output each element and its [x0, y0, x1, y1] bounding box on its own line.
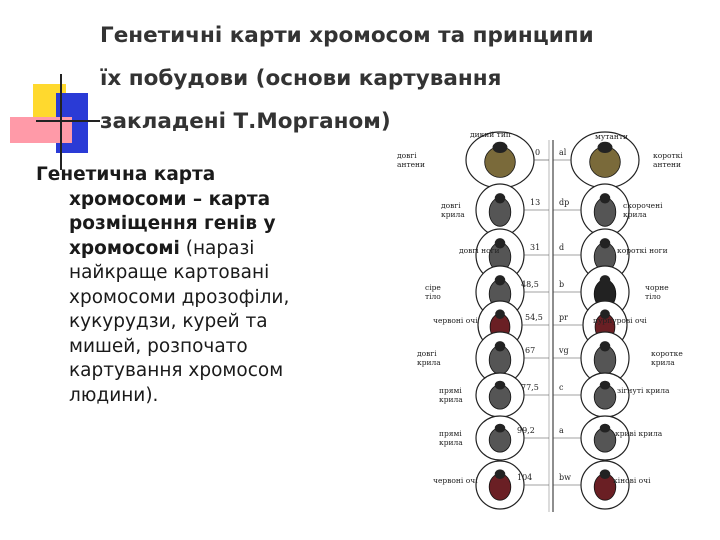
definition-plain-text: людини).	[69, 384, 159, 406]
fly-head-icon	[599, 341, 611, 352]
title-line-1: Генетичні карти хромосом та принципи	[100, 23, 594, 48]
title-line-3: закладені Т.Морганом)	[100, 109, 391, 134]
fly-head-icon	[599, 193, 611, 204]
map-position-label: 99,2	[517, 426, 535, 435]
title-line-2: їх побудови (основи картування	[100, 66, 502, 91]
fly-head-icon	[494, 423, 506, 433]
slide-title: Генетичні карти хромосом та принципи їх …	[100, 14, 710, 143]
definition-line: кукурудзи, курей та	[36, 310, 336, 335]
fly-head-icon	[599, 423, 611, 433]
definition-line: мишей, розпочато	[36, 335, 336, 360]
fly-head-icon	[599, 380, 611, 390]
map-position-label: 48,5	[521, 280, 539, 289]
mutant-trait-label: криві крила	[615, 429, 663, 438]
fly-head-icon	[600, 309, 610, 319]
fly-head-icon	[494, 238, 506, 249]
definition-plain-text: мишей, розпочато	[69, 335, 248, 357]
definition-text: Генетична карта хромосоми – карта розміщен…	[36, 163, 336, 408]
definition-plain-text: хромосоми дрозофіли,	[69, 286, 290, 308]
map-position-label: 13	[530, 198, 541, 207]
wild-type-label: дикий тип	[470, 130, 511, 139]
definition-plain-text: найкраще картовані	[69, 262, 270, 283]
fly-head-icon	[597, 141, 613, 153]
chromosome-map-svg	[465, 131, 640, 512]
wild-type-trait-label: червоні очі	[433, 476, 478, 485]
mutant-trait-label: кінові очі	[613, 476, 651, 485]
map-position-label: 31	[530, 243, 541, 252]
gene-symbol-label: a	[559, 426, 564, 435]
mutant-trait-label: короткі ноги	[617, 246, 668, 255]
wild-type-trait-label: довгі ноги	[459, 246, 500, 255]
definition-line: найкраще картовані	[36, 261, 336, 286]
definition-line: хромосомі (наразі	[36, 237, 336, 262]
decor-horizontal-line	[36, 120, 100, 122]
definition-line: Генетична карта	[36, 163, 336, 188]
definition-plain-text: (наразі	[179, 237, 255, 259]
definition-line: картування хромосом	[36, 359, 336, 384]
map-position-label: 0	[535, 148, 541, 157]
definition-bold-text: розміщення генів у	[69, 213, 276, 234]
gene-symbol-label: pr	[559, 313, 568, 322]
fly-head-icon	[599, 275, 611, 286]
definition-bold-text: Генетична карта	[36, 164, 216, 185]
gene-symbol-label: dp	[559, 198, 570, 207]
fly-head-icon	[494, 193, 506, 204]
map-position-label: 104	[517, 473, 533, 482]
fly-head-icon	[495, 309, 505, 319]
definition-plain-text: картування хромосом	[69, 360, 284, 381]
map-position-label: 67	[525, 346, 536, 355]
definition-bold-text: хромосомі	[69, 237, 180, 259]
fly-head-icon	[494, 341, 506, 352]
fly-head-icon	[494, 469, 506, 480]
fly-head-icon	[599, 469, 611, 480]
gene-symbol-label: bw	[559, 473, 571, 482]
map-position-label: 77,5	[521, 383, 539, 392]
gene-symbol-label: c	[559, 383, 564, 392]
definition-line: хромосоми – карта	[36, 188, 336, 213]
fly-head-icon	[494, 380, 506, 390]
gene-symbol-label: d	[559, 243, 565, 252]
mutant-trait-label: зігнуті крила	[617, 386, 670, 395]
definition-plain-text: кукурудзи, курей та	[69, 311, 268, 332]
definition-line: хромосоми дрозофіли,	[36, 286, 336, 311]
definition-line: розміщення генів у	[36, 212, 336, 237]
gene-symbol-label: al	[559, 148, 567, 157]
decor-vertical-line	[60, 74, 62, 170]
mutant-trait-label: пурпурові очі	[593, 316, 647, 325]
fly-head-icon	[494, 275, 506, 286]
mutants-label: мутанти	[595, 132, 629, 141]
map-position-label: 54,5	[525, 313, 543, 322]
fly-head-icon	[599, 238, 611, 249]
definition-bold-text: хромосоми – карта	[69, 188, 271, 210]
fly-head-icon	[492, 141, 508, 153]
gene-symbol-label: b	[559, 280, 565, 289]
gene-symbol-label: vg	[559, 346, 569, 355]
definition-line: людини).	[36, 384, 336, 409]
wild-type-trait-label: червоні очі	[433, 316, 478, 325]
